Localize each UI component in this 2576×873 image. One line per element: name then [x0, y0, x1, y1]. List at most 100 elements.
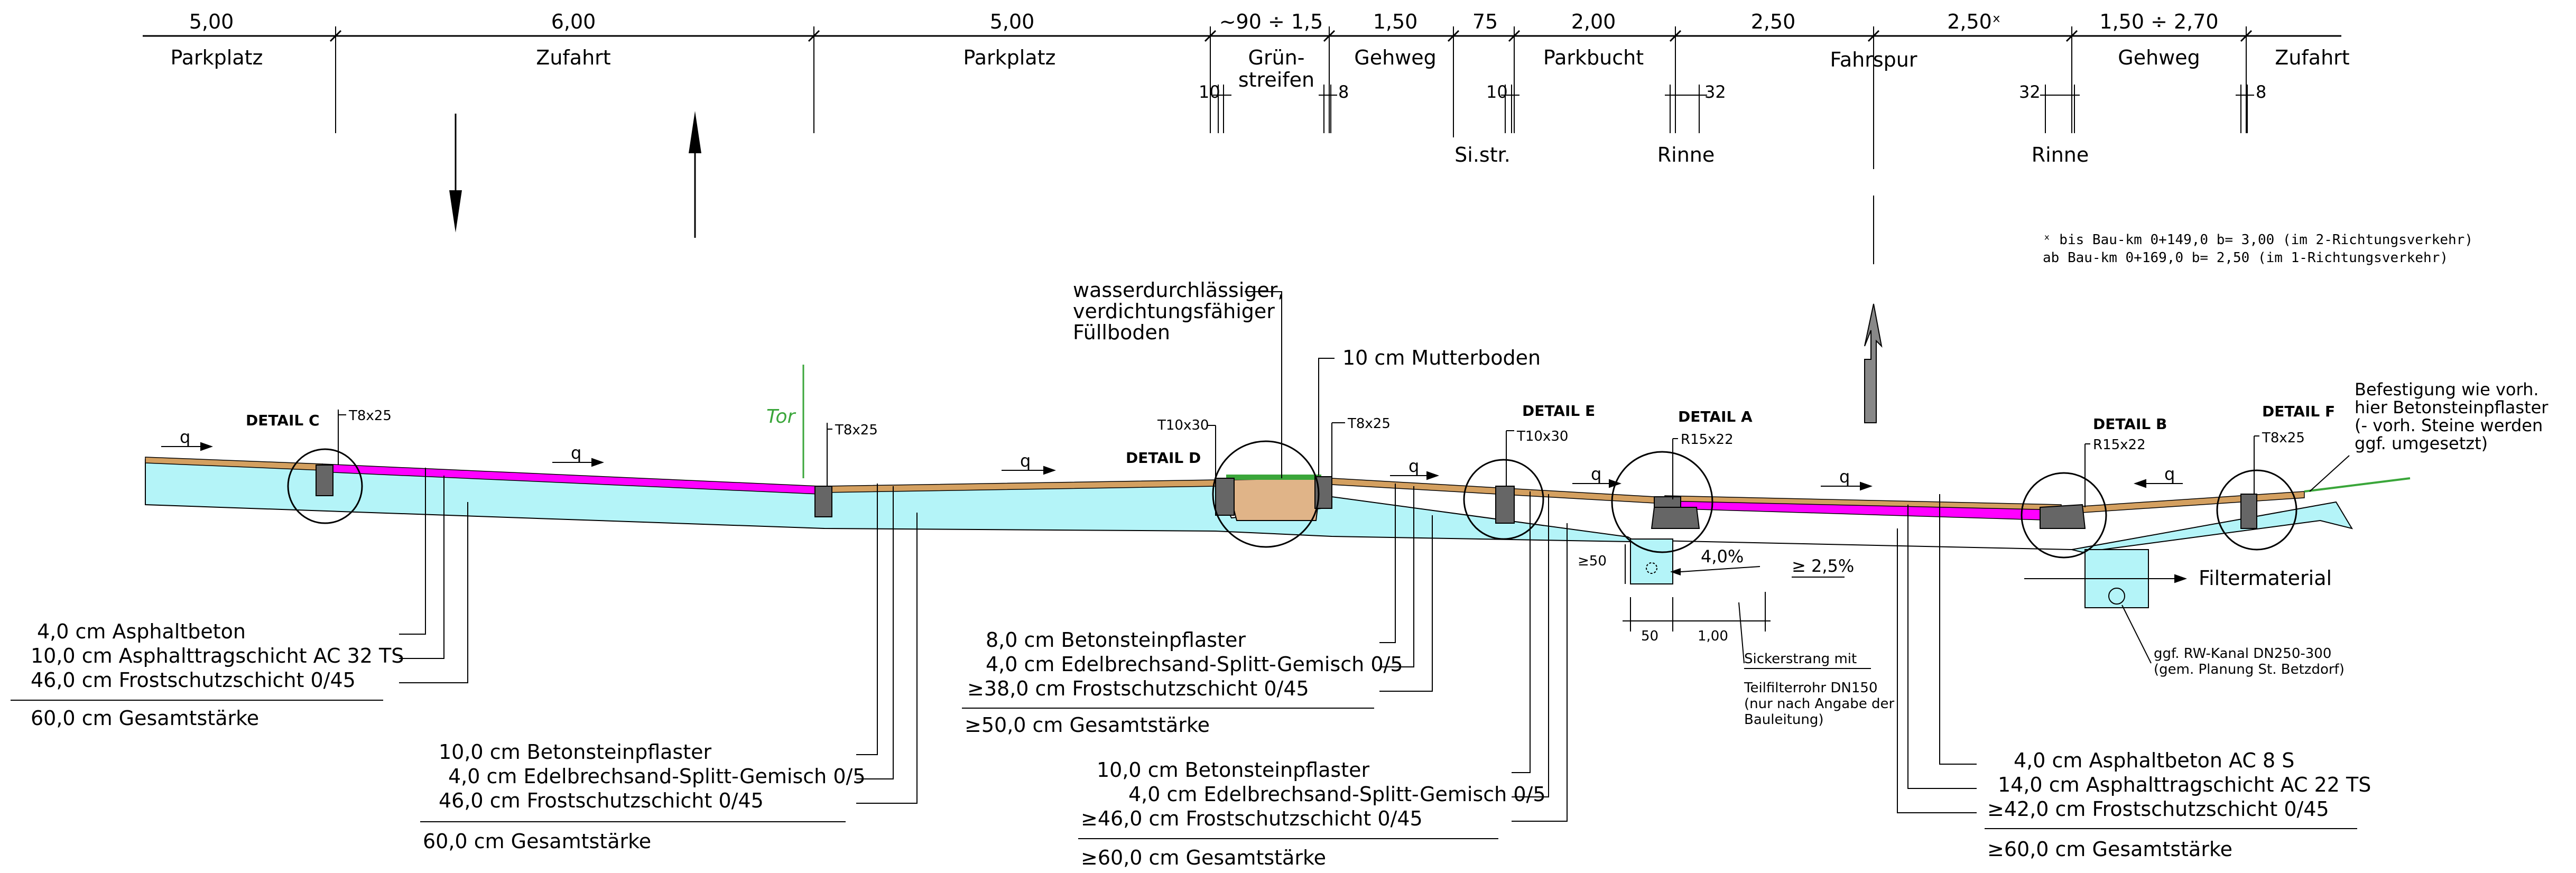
stone-label: T10x30 — [1516, 429, 1568, 444]
cross-section: Tor q q q q q q q 4,0% ≥ 2,5% ≥50 — [145, 365, 2411, 669]
detail-label: DETAIL D — [1126, 449, 1201, 467]
curb-stone — [1215, 478, 1235, 516]
annotation-text: hier Betonsteinpflaster — [2355, 397, 2549, 417]
footnote-line: ab Bau-km 0+169,0 b= 2,50 (im 1-Richtung… — [2043, 250, 2448, 266]
annotation-text: ggf. RW-Kanal DN250-300 — [2154, 646, 2331, 662]
layer-text: ≥38,0 cm Frostschutzschicht 0/45 — [967, 677, 1309, 700]
stone-label: T8x25 — [835, 422, 878, 438]
layer-total: 60,0 cm Gesamtstärke — [423, 830, 651, 853]
layer-text: 46,0 cm Frostschutzschicht 0/45 — [439, 789, 764, 812]
annotations: wasserdurchlässiger, verdichtungsfähiger… — [1073, 278, 2549, 728]
annotation-text: Teilfilterrohr DN150 — [1744, 680, 1877, 696]
annotation-text: verdichtungsfähiger — [1073, 300, 1275, 323]
zone-label: Si.str. — [1454, 143, 1511, 166]
footnote-line: ˣ bis Bau-km 0+149,0 b= 3,00 (im 2-Richt… — [2043, 232, 2473, 248]
zone-label: Fahrspur — [1830, 48, 1917, 71]
detail-labels: DETAIL C T8x25 T8x25 DETAIL D T10x30 T8x… — [246, 402, 2335, 507]
curb-stone — [2040, 504, 2086, 529]
dimension-label: 5,00 — [990, 10, 1035, 33]
curb-stone — [814, 486, 832, 517]
offset-label: 32 — [1704, 82, 1726, 102]
curb-stone — [2240, 494, 2257, 529]
layer-total: ≥60,0 cm Gesamtstärke — [1081, 846, 1326, 869]
dimension-label: 6,00 — [551, 10, 596, 33]
annotation-text: (gem. Planung St. Betzdorf) — [2154, 662, 2345, 677]
flow-label: q — [1020, 451, 1031, 471]
zone-label: Gehweg — [2118, 46, 2200, 69]
layer-total: 60,0 cm Gesamtstärke — [31, 707, 259, 730]
layer-text: 4,0 cm Edelbrechsand-Splitt-Gemisch 0/5 — [1128, 783, 1546, 806]
stone-label: T8x25 — [2262, 430, 2305, 446]
annotation-text: Befestigung wie vorh. — [2355, 379, 2539, 400]
layer-group: 8,0 cm Betonsteinpflaster 4,0 cm Edelbre… — [962, 484, 1433, 737]
dimension-label: 5,00 — [189, 10, 234, 33]
traffic-arrows — [449, 111, 1883, 423]
annotation-text: Sickerstrang mit — [1744, 651, 1857, 667]
detail-label: DETAIL B — [2093, 415, 2167, 433]
annotation-text: 10 cm Mutterboden — [1342, 346, 1541, 369]
zone-label: Parkplatz — [171, 46, 263, 69]
dimension-label: ~90 ÷ 1,5 — [1219, 10, 1323, 33]
annotation-text: (nur nach Angabe der — [1744, 696, 1894, 712]
dim-label: 50 — [1641, 628, 1658, 644]
zone-label: Rinne — [2032, 143, 2089, 166]
arrow-up-icon — [689, 111, 701, 238]
layer-text: 10,0 cm Asphalttragschicht AC 32 TS — [31, 644, 404, 667]
layer-text: 10,0 cm Betonsteinpflaster — [1097, 758, 1369, 782]
zone-label: Zufahrt — [2275, 46, 2349, 69]
zone-label: streifen — [1238, 68, 1314, 91]
layer-total: ≥50,0 cm Gesamtstärke — [965, 713, 1210, 737]
soil-wedge — [1225, 477, 1322, 521]
flow-label: q — [1591, 464, 1601, 484]
offset-label: 10 — [1199, 82, 1220, 102]
layer-text: 14,0 cm Asphalttragschicht AC 22 TS — [1998, 773, 2371, 796]
flow-label: q — [2164, 464, 2175, 484]
layer-text: 10,0 cm Betonsteinpflaster — [439, 740, 711, 764]
annotation-text: ggf. umgesetzt) — [2355, 433, 2488, 453]
dimension-chain: 5,00 6,00 5,00 ~90 ÷ 1,5 1,50 75 2,00 2,… — [143, 10, 2350, 264]
layer-text: 4,0 cm Asphaltbeton AC 8 S — [2014, 749, 2294, 772]
slope-label: ≥ 2,5% — [1792, 556, 1854, 576]
layer-text: 4,0 cm Asphaltbeton — [37, 620, 246, 643]
flow-label: q — [1839, 467, 1850, 487]
stone-label: T8x25 — [348, 408, 392, 424]
layer-text: 4,0 cm Edelbrechsand-Splitt-Gemisch 0/5 — [986, 653, 1403, 676]
curb-stone — [1651, 507, 1700, 529]
zone-label: Rinne — [1657, 143, 1715, 166]
dimension-label: 2,50ˣ — [1947, 10, 2000, 33]
layer-text: ≥42,0 cm Frostschutzschicht 0/45 — [1987, 797, 2329, 821]
zone-label: Grün- — [1248, 46, 1305, 69]
detail-label: DETAIL C — [246, 412, 320, 429]
stone-label: T8x25 — [1347, 416, 1391, 432]
layer-text: 4,0 cm Edelbrechsand-Splitt-Gemisch 0/5 — [448, 765, 866, 788]
layer-text: ≥46,0 cm Frostschutzschicht 0/45 — [1081, 807, 1423, 830]
arrow-down-icon — [449, 114, 462, 233]
layer-group: 10,0 cm Betonsteinpflaster 4,0 cm Edelbr… — [420, 484, 918, 853]
gate-label: Tor — [766, 406, 796, 428]
annotation-text: Bauleitung) — [1744, 712, 1824, 728]
slope-label: 4,0% — [1701, 546, 1744, 566]
annotation-text: wasserdurchlässiger, — [1073, 278, 1284, 302]
zone-label: Gehweg — [1354, 46, 1437, 69]
stone-label: R15x22 — [1681, 432, 1734, 448]
dimension-label: 75 — [1472, 10, 1498, 33]
offset-label: 32 — [2019, 82, 2041, 102]
flow-label: q — [180, 427, 190, 447]
zone-label: Zufahrt — [536, 46, 610, 69]
layer-text: 8,0 cm Betonsteinpflaster — [986, 628, 1246, 652]
flow-label: q — [571, 443, 581, 463]
annotation-text: Filtermaterial — [2199, 566, 2332, 590]
dimension-label: 1,50 — [1373, 10, 1418, 33]
dimension-label: 2,50 — [1751, 10, 1796, 33]
stone-label: R15x22 — [2093, 437, 2146, 453]
curb-stone — [1495, 486, 1515, 524]
detail-label: DETAIL A — [1678, 408, 1753, 425]
layer-text: 46,0 cm Frostschutzschicht 0/45 — [31, 668, 356, 692]
offset-label: 10 — [1486, 82, 1508, 102]
detail-label: DETAIL F — [2262, 403, 2335, 420]
dimension-label: 2,00 — [1571, 10, 1616, 33]
detail-label: DETAIL E — [1522, 402, 1595, 420]
annotation-text: (- vorh. Steine werden — [2355, 415, 2543, 435]
stone-label: T10x30 — [1157, 417, 1209, 433]
